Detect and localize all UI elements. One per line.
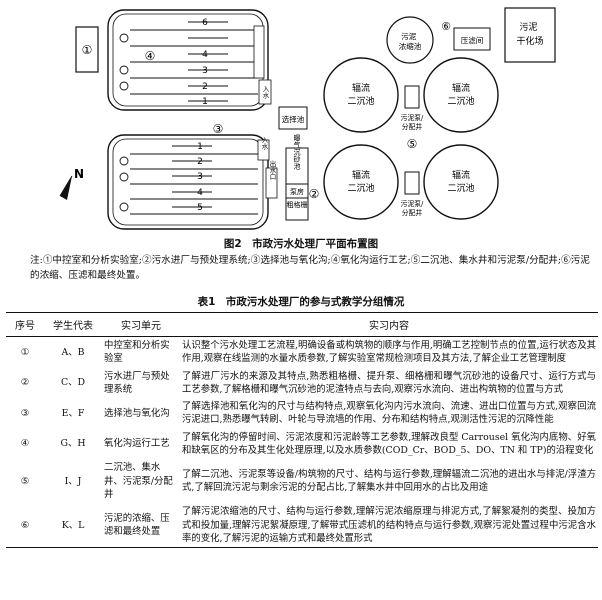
table-row: ③ E、F 选择池与氧化沟 了解选择池和氧化沟的尺寸与结构特点,观察氧化沟内污水… xyxy=(6,398,598,429)
row-no: ② xyxy=(20,377,30,389)
plant-layout-diagram: ① 6 4 3 2 1 ④ 入水 选择池 ③ xyxy=(59,7,556,230)
inlet-label: 入水 xyxy=(261,86,269,99)
clarifier-label: 辐流二沉池 xyxy=(447,82,474,107)
label-n4: ④ xyxy=(145,49,156,63)
pump-distribution-label: 污泥泵/分配井 xyxy=(401,114,424,131)
row-content: 了解选择池和氧化沟的尺寸与结构特点,观察氧化沟内污水流向、流速、进出口位置与方式… xyxy=(182,401,596,426)
figure-note: 注:①中控室和分析实验室;②污水进厂与预处理系统;③选择池与氧化沟;④氧化沟运行… xyxy=(30,255,590,281)
row-unit: 二沉池、集水井、污泥泵/分配井 xyxy=(104,462,173,500)
row-unit: 氧化沟运行工艺 xyxy=(104,438,170,450)
label-n5: ⑤ xyxy=(407,137,418,151)
channel-number: 6 xyxy=(202,18,208,28)
table-row: ④ G、H 氧化沟运行工艺 了解氧化沟的停留时间、污泥浓度和污泥龄等工艺参数,理… xyxy=(6,429,598,460)
pump-room-label: 泵房 xyxy=(290,187,304,196)
label-n6: ⑥ xyxy=(441,20,451,33)
pump-distribution-well xyxy=(404,171,420,195)
channel-number: 3 xyxy=(202,66,208,76)
row-no: ③ xyxy=(20,407,30,419)
header-unit: 实习单元 xyxy=(102,312,180,337)
row-content: 认识整个污水处理工艺流程,明确设备或构筑物的顺序与作用,明确工艺控制节点的位置,… xyxy=(182,340,596,365)
clarifier-label: 辐流二沉池 xyxy=(447,169,474,194)
table-row: ⑥ K、L 污泥的浓缩、压滤和最终处置 了解污泥浓缩池的尺寸、结构与运行参数,理… xyxy=(6,503,598,549)
clarifier-1 xyxy=(323,57,399,133)
table-header-row: 序号 学生代表 实习单元 实习内容 xyxy=(6,312,598,337)
row-unit: 中控室和分析实验室 xyxy=(104,340,170,365)
channel-number: 1 xyxy=(202,97,208,107)
inlet-label: 入水 xyxy=(260,137,268,150)
channel-number: 2 xyxy=(202,82,208,92)
table-row: ① A、B 中控室和分析实验室 认识整个污水处理工艺流程,明确设备或构筑物的顺序… xyxy=(6,337,598,368)
label-n1: ① xyxy=(82,43,93,57)
clarifier-3 xyxy=(323,144,399,220)
row-unit: 选择池与氧化沟 xyxy=(104,407,170,419)
selection-pool xyxy=(278,106,308,130)
clarifier-2 xyxy=(423,57,499,133)
sludge-drying-label-line1: 污泥 xyxy=(520,21,538,33)
north-arrow-icon xyxy=(59,175,73,200)
row-rep: E、F xyxy=(61,407,85,419)
row-unit: 污泥的浓缩、压滤和最终处置 xyxy=(102,503,180,549)
figure-caption: 图2 市政污水处理厂平面布置图 xyxy=(223,238,379,250)
control-room-building xyxy=(75,26,99,73)
header-content: 实习内容 xyxy=(180,312,598,337)
aerated-grit-label: 曝气沉砂池 xyxy=(293,135,301,170)
row-content: 了解二沉池、污泥泵等设备/构筑物的尺寸、结构与运行参数,理解辐流二沉池的进出水与… xyxy=(182,469,596,494)
oxidation-ditch-top: 6 4 3 2 1 ④ 入水 xyxy=(107,9,272,111)
channel-number: 4 xyxy=(202,50,208,60)
row-rep: C、D xyxy=(60,377,86,389)
channel-number: 5 xyxy=(197,203,203,213)
channel-number: 1 xyxy=(197,142,203,152)
sludge-drying-label-line2: 干化场 xyxy=(516,35,543,47)
row-no: ⑤ xyxy=(20,475,30,487)
row-no: ⑥ xyxy=(6,503,44,549)
sludge-thickening-tank xyxy=(386,16,434,64)
sludge-drying-yard xyxy=(504,7,556,63)
selection-pool-label: 选择池 xyxy=(282,114,305,124)
row-unit: 污水进厂与预处理系统 xyxy=(104,370,170,395)
oxidation-ditch-bottom: 1 2 3 4 5 入水 出水口 xyxy=(107,134,278,230)
north-label: N xyxy=(74,167,84,181)
clarifier-label: 辐流二沉池 xyxy=(347,169,374,194)
coarse-screen xyxy=(285,197,309,221)
row-rep: G、H xyxy=(60,438,86,450)
header-no: 序号 xyxy=(6,312,44,337)
clarifier-label: 辐流二沉池 xyxy=(347,82,374,107)
label-n3: ③ xyxy=(213,122,224,136)
label-n2: ② xyxy=(309,187,320,201)
secondary-clarifiers: 辐流二沉池 辐流二沉池 辐流二沉池 辐流二沉池 xyxy=(323,57,499,220)
row-no: ④ xyxy=(20,438,30,450)
channel-number: 2 xyxy=(197,157,203,167)
pump-distribution-label: 污泥泵/分配井 xyxy=(401,200,424,217)
row-content: 了解氧化沟的停留时间、污泥浓度和污泥龄等工艺参数,理解改良型 Carrousel… xyxy=(182,431,596,457)
sludge-thickening-label-line2: 浓缩池 xyxy=(399,41,422,51)
clarifier-4 xyxy=(423,144,499,220)
channel-number: 3 xyxy=(197,172,203,182)
table-row: ② C、D 污水进厂与预处理系统 了解进厂污水的来源及其特点,熟悉粗格栅、提升泵… xyxy=(6,368,598,399)
row-content: 了解进厂污水的来源及其特点,熟悉粗格栅、提升泵、细格栅和曝气沉砂池的设备尺寸、运… xyxy=(182,370,596,395)
table-row: ⑤ I、J 二沉池、集水井、污泥泵/分配井 了解二沉池、污泥泵等设备/构筑物的尺… xyxy=(6,459,598,503)
sludge-thickening-label-line1: 污泥 xyxy=(401,32,416,41)
row-no: ① xyxy=(20,346,30,358)
outlet-label: 出水口 xyxy=(268,159,276,180)
row-content: 了解污泥浓缩池的尺寸、结构与运行参数,理解污泥浓缩原理与排泥方式,了解絮凝剂的类… xyxy=(180,503,598,549)
row-rep: K、L xyxy=(44,503,102,549)
channel-number: 4 xyxy=(197,188,203,198)
row-rep: I、J xyxy=(64,475,82,487)
filter-press-label: 压滤间 xyxy=(461,35,484,45)
teaching-groups-table: 序号 学生代表 实习单元 实习内容 ① A、B 中控室和分析实验室 认识整个污水… xyxy=(6,312,598,549)
sludge-thickening-label: 污泥 浓缩池 xyxy=(399,32,422,51)
coarse-screen-label: 粗格栅 xyxy=(287,200,308,209)
header-rep: 学生代表 xyxy=(44,312,102,337)
filter-press-house xyxy=(453,27,491,51)
row-rep: A、B xyxy=(61,346,85,358)
pump-distribution-well xyxy=(404,85,420,109)
sludge-drying-label: 污泥 干化场 xyxy=(516,21,543,47)
table-caption: 表1 市政污水处理厂的参与式教学分组情况 xyxy=(197,296,405,308)
